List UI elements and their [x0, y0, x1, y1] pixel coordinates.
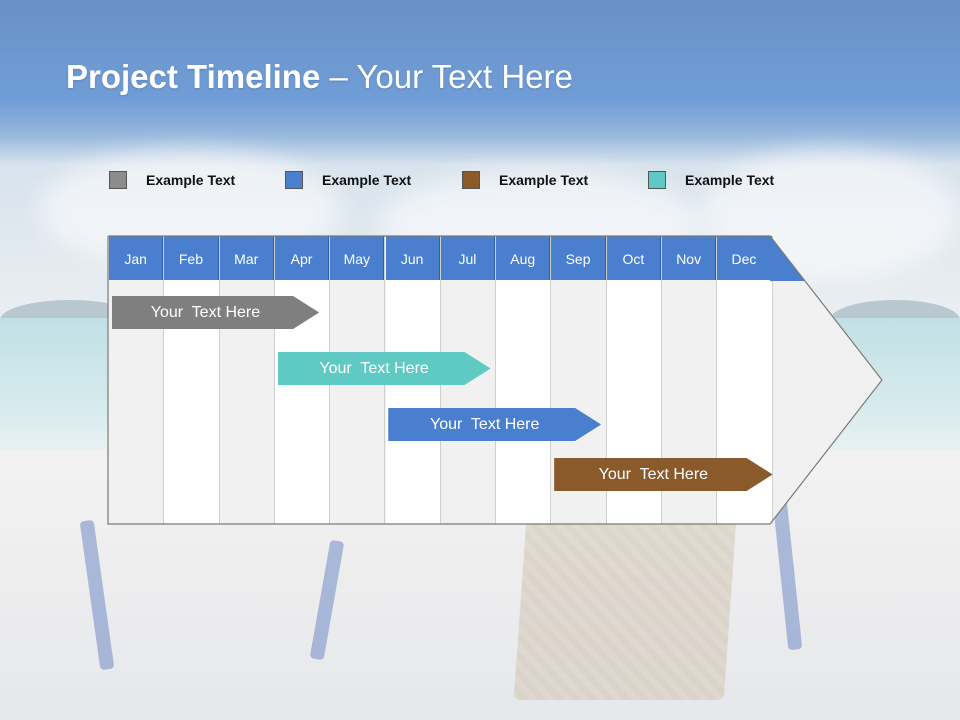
- legend-label: Example Text: [146, 172, 236, 188]
- title-bold: Project Timeline: [66, 58, 321, 95]
- legend-swatch: [109, 171, 127, 189]
- month-header-jul: Jul: [440, 236, 496, 280]
- month-column: Jan: [109, 236, 165, 524]
- month-header-aug: Aug: [496, 236, 551, 280]
- month-header-oct: Oct: [606, 236, 661, 280]
- task-label: Your Text Here: [319, 360, 429, 377]
- task-label: Your Text Here: [429, 416, 540, 433]
- task-bar: Your Text Here: [112, 296, 319, 329]
- legend-label: Example Text: [685, 172, 775, 188]
- legend-swatch: [462, 171, 480, 189]
- task-bar: Your Text Here: [388, 408, 601, 441]
- arrow-outline: [107, 235, 883, 525]
- month-header-jan: Jan: [109, 236, 164, 280]
- task-bar: Your Text Here: [554, 458, 772, 491]
- month-header-nov: Nov: [662, 236, 717, 280]
- task-label: Your Text Here: [598, 466, 709, 483]
- legend-label: Example Text: [322, 172, 412, 188]
- legend-swatch: [648, 171, 666, 189]
- legend-swatch: [285, 171, 303, 189]
- month-header-sep: Sep: [551, 236, 606, 280]
- month-column: Feb: [164, 236, 220, 524]
- legend-label: Example Text: [499, 172, 589, 188]
- month-header-feb: Feb: [164, 236, 219, 280]
- month-header-mar: Mar: [219, 236, 274, 280]
- month-header-jun: Jun: [385, 236, 440, 280]
- month-header-may: May: [330, 236, 385, 280]
- month-header-dec: Dec: [717, 236, 772, 280]
- page-title: Project Timeline – Your Text Here: [66, 58, 573, 96]
- title-rest: – Your Text Here: [320, 58, 573, 95]
- month-column: Aug: [496, 236, 552, 524]
- task-bar: Your Text Here: [278, 352, 491, 385]
- month-column: Mar: [219, 236, 275, 524]
- task-label: Your Text Here: [150, 304, 261, 321]
- month-header-apr: Apr: [274, 236, 330, 280]
